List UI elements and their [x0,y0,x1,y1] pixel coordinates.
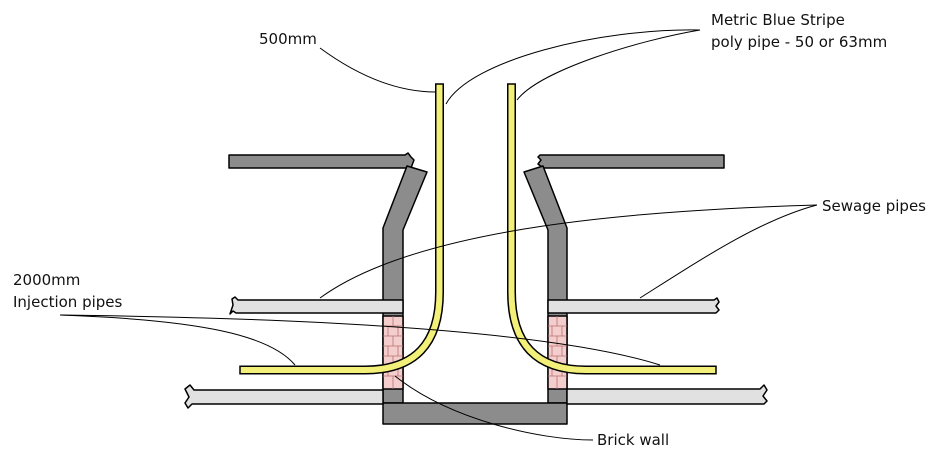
injection-pipe-left [240,84,444,375]
brick-wall-right [547,315,568,390]
leader-lines [59,29,818,441]
label-injection-line2: Injection pipes [13,293,123,311]
leader-sewage-left [319,204,818,299]
label-sewage-pipes: Sewage pipes [822,197,926,215]
sewage-pipe-lower-right [566,384,768,405]
leader-injection-left [59,314,296,366]
injection-pipe-right [507,84,716,375]
sewage-pipes [184,296,768,409]
leader-500mm [319,47,437,93]
label-poly-pipe-line2: poly pipe - 50 or 63mm [711,33,887,51]
right-top-slab [537,154,725,169]
sump-base [382,402,568,425]
label-brick-wall: Brick wall [597,431,669,449]
left-top-slab [228,152,415,169]
injection-pipe-left-fill [240,84,443,373]
brick-walls [382,315,568,390]
labels: 500mm Metric Blue Stripe poly pipe - 50 … [13,11,926,449]
sewage-pipe-upper-right [547,297,720,314]
label-500mm: 500mm [259,30,317,48]
injection-pipe-right-fill [508,84,716,373]
leader-brick-wall [394,375,594,441]
leader-poly-pipe-right [516,29,701,101]
leader-sewage-right [639,204,818,299]
sewage-pipe-lower-left [184,384,384,409]
label-poly-pipe-line1: Metric Blue Stripe [711,11,845,29]
leader-poly-pipe-left [445,29,701,105]
sewage-pipe-upper-left [229,296,404,315]
sump-structure [228,152,725,425]
label-injection-line1: 2000mm [13,271,80,289]
injection-pipes [239,83,717,375]
leader-injection-right [59,314,661,366]
